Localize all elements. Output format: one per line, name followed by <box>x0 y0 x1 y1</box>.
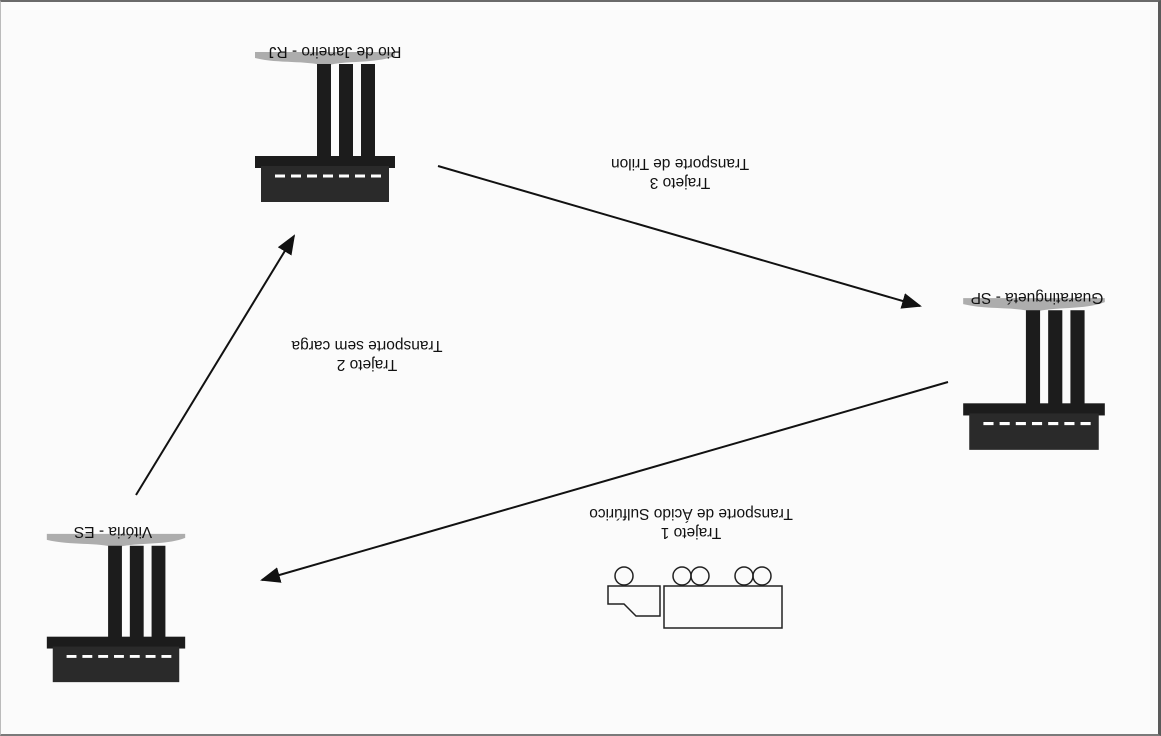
route-description: Transporte sem carga <box>262 336 472 355</box>
route-label-2: Trajeto 2 Transporte sem carga <box>262 336 472 374</box>
route-title: Trajeto 1 <box>556 523 826 542</box>
route-title: Trajeto 2 <box>262 355 472 374</box>
route-label-1: Trajeto 1 Transporte de Ácido Sulfúrico <box>556 504 826 542</box>
city-label-guaratingueta: Guaratinguetá - SP <box>942 288 1132 307</box>
city-label-rio: Rio de Janeiro - RJ <box>245 42 425 61</box>
route-title: Trajeto 3 <box>580 173 780 192</box>
city-label-vitoria: Vitória - ES <box>48 522 178 541</box>
route-label-3: Trajeto 3 Transporte de Trilon <box>580 154 780 192</box>
arrow-route-1 <box>262 382 948 580</box>
route-description: Transporte de Trilon <box>580 154 780 173</box>
route-description: Transporte de Ácido Sulfúrico <box>556 504 826 523</box>
